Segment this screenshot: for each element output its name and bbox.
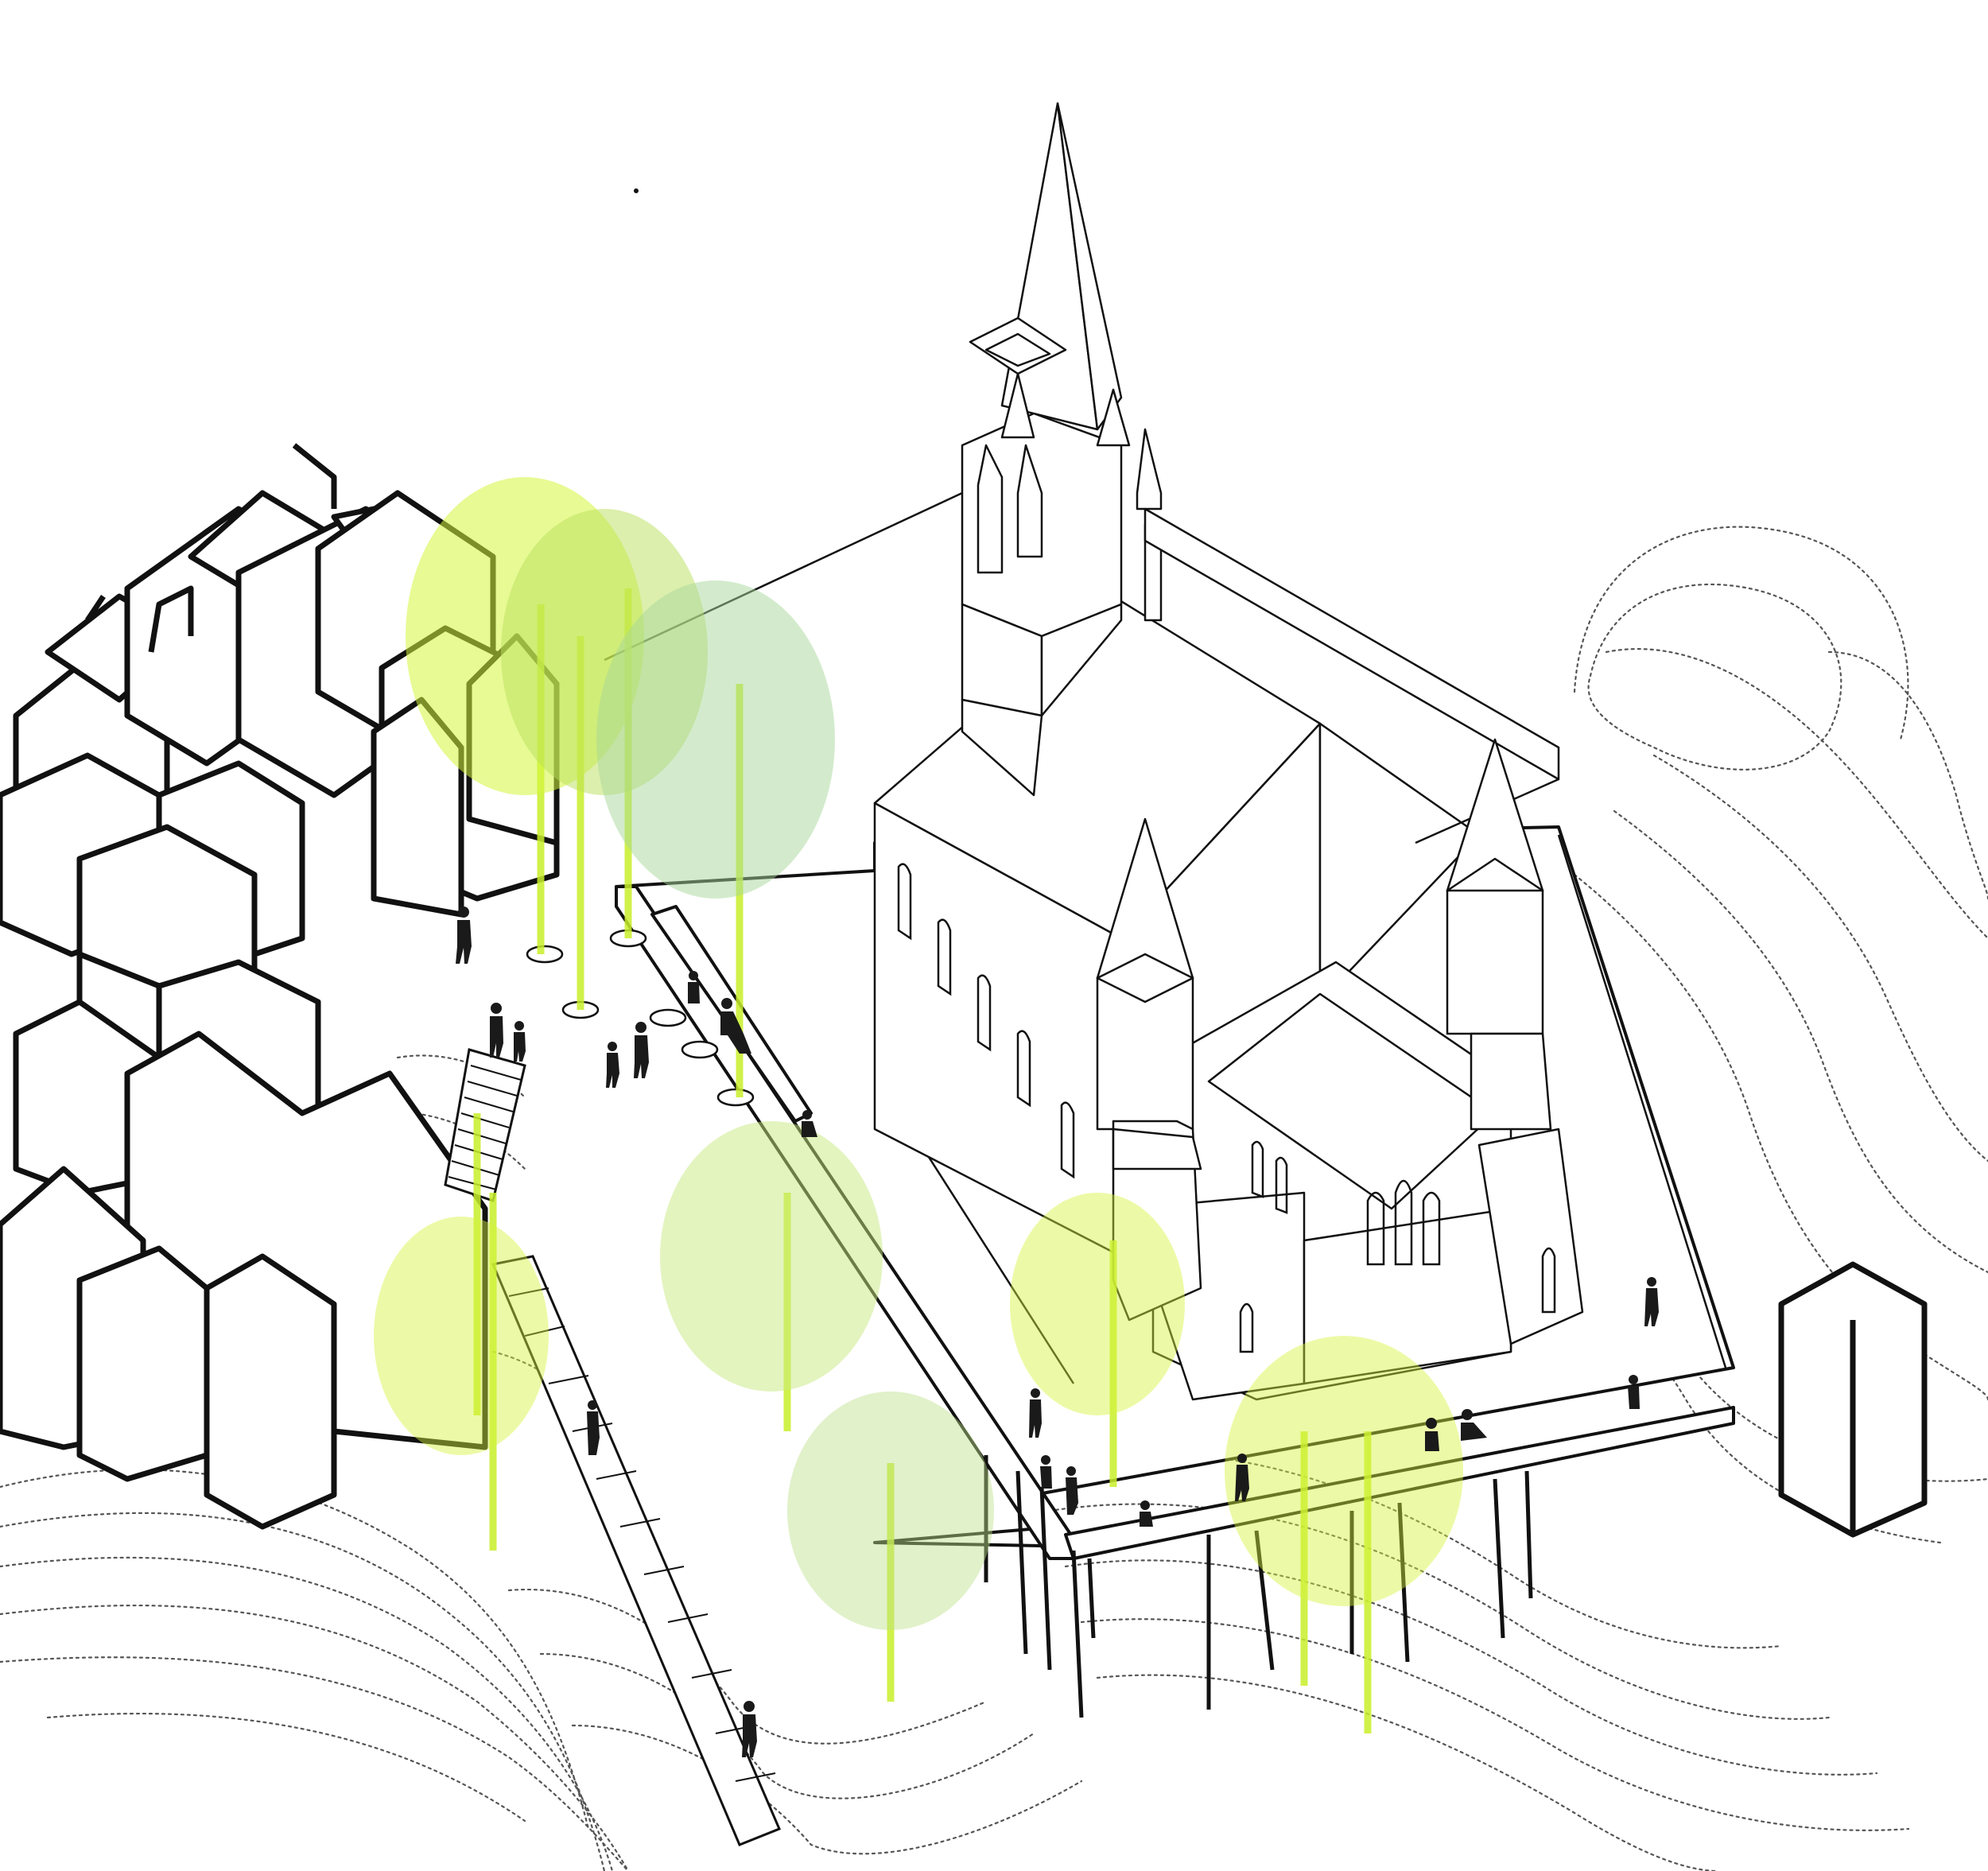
person-icon — [802, 1110, 817, 1137]
person-icon — [1040, 1455, 1052, 1489]
village-houses — [0, 443, 1928, 1538]
stair-upper — [444, 1048, 526, 1202]
person-icon — [514, 1021, 526, 1062]
deck-posts — [984, 1455, 1533, 1718]
person-icon — [1140, 1500, 1153, 1527]
church — [873, 595, 1584, 1401]
person-icon — [490, 1003, 503, 1058]
person-icon — [587, 1400, 600, 1455]
person-icon — [1029, 1388, 1042, 1438]
person-icon — [720, 998, 751, 1054]
person-icon — [1628, 1375, 1640, 1409]
main-tower — [604, 102, 1560, 844]
trees — [374, 477, 1463, 1733]
dot-mark — [634, 188, 639, 193]
people — [456, 906, 1659, 1757]
person-icon — [1235, 1454, 1249, 1501]
person-icon — [1425, 1418, 1439, 1451]
person-icon — [606, 1042, 619, 1088]
person-icon — [634, 1022, 649, 1078]
person-icon — [456, 906, 472, 964]
spire-left — [1096, 817, 1202, 1322]
person-icon — [1461, 1409, 1487, 1441]
person-icon — [742, 1701, 757, 1757]
person-icon — [1644, 1277, 1659, 1326]
person-icon — [1066, 1466, 1078, 1515]
spire-right — [1446, 738, 1552, 1131]
person-icon — [688, 971, 700, 1003]
stair-lower — [491, 1255, 781, 1846]
